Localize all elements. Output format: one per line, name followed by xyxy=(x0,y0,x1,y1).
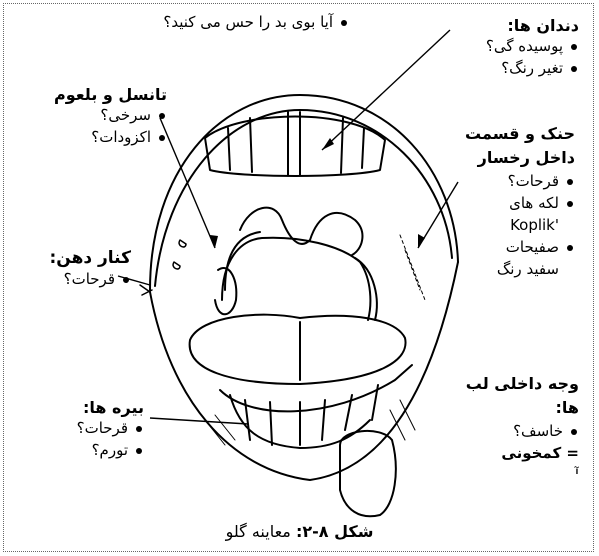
tonsils-item-exudate: اکزودات؟ xyxy=(54,126,167,148)
palate-item-koplik: لکه های xyxy=(465,192,575,214)
palate-item-ulcers: قرحات؟ xyxy=(465,170,575,192)
gums-item-swelling: تورم؟ xyxy=(77,439,144,461)
teeth-item-decay: پوسیده گی؟ xyxy=(486,35,579,57)
corner-item-ulcers: قرحات؟ xyxy=(49,268,131,290)
palate-title-line1: حنک و قسمت xyxy=(465,122,575,146)
label-group-palate: حنک و قسمت داخل رخسار قرحات؟ لکه های Kop… xyxy=(465,122,575,280)
upper-teeth xyxy=(205,117,385,177)
label-group-inner-lip: وجه داخلی لب ها: خاسف؟ = کمخونی آ ۰ ۰ ۰ xyxy=(466,372,579,474)
palate-plaques-line2: سفید رنگ xyxy=(465,258,575,280)
tonsils-title: تانسل و بلعوم xyxy=(54,85,167,104)
palate-koplik-line2: Koplik' xyxy=(465,214,575,236)
inner-lip-note-line1: = کمخونی xyxy=(466,442,579,464)
palate-title-line2: داخل رخسار xyxy=(465,146,575,170)
label-group-gums: بیره ها: قرحات؟ تورم؟ xyxy=(77,398,144,461)
tonsils-item-redness: سرخی؟ xyxy=(54,104,167,126)
teeth-title: دندان ها: xyxy=(486,16,579,35)
label-group-tonsils: تانسل و بلعوم سرخی؟ اکزودات؟ xyxy=(54,85,167,148)
palate-item-plaques: صفیحات xyxy=(465,236,575,258)
gums-title: بیره ها: xyxy=(77,398,144,417)
lower-teeth xyxy=(220,365,412,411)
teeth-item-discoloration: تغیر رنگ؟ xyxy=(486,57,579,79)
inner-lip-title-line1: وجه داخلی لب xyxy=(466,372,579,396)
label-group-teeth: دندان ها: پوسیده گی؟ تغیر رنگ؟ xyxy=(486,16,579,79)
finger xyxy=(340,431,396,516)
caption-title: معاینه گلو xyxy=(226,522,291,541)
gums-item-ulcers: قرحات؟ xyxy=(77,417,144,439)
upper-lip xyxy=(150,95,458,290)
tongue xyxy=(190,315,406,384)
pointer-gums xyxy=(150,418,248,424)
label-group-corner: کنار دهن: قرحات؟ xyxy=(49,248,131,290)
pointer-teeth xyxy=(322,30,450,150)
caption-figure-number: شکل ۸-۲: xyxy=(296,522,373,541)
inner-lip-note-line2: آ ۰ ۰ ۰ xyxy=(466,464,579,474)
label-smell: آیا بوی بد را حس می کنید؟ xyxy=(0,11,349,33)
throat xyxy=(222,238,370,320)
inner-lip-item-pallor: خاسف؟ xyxy=(466,420,579,442)
corner-title: کنار دهن: xyxy=(49,248,131,268)
inner-lip-title-line2: ها: xyxy=(466,396,579,420)
figure-caption: شکل ۸-۲: معاینه گلو xyxy=(0,522,599,541)
